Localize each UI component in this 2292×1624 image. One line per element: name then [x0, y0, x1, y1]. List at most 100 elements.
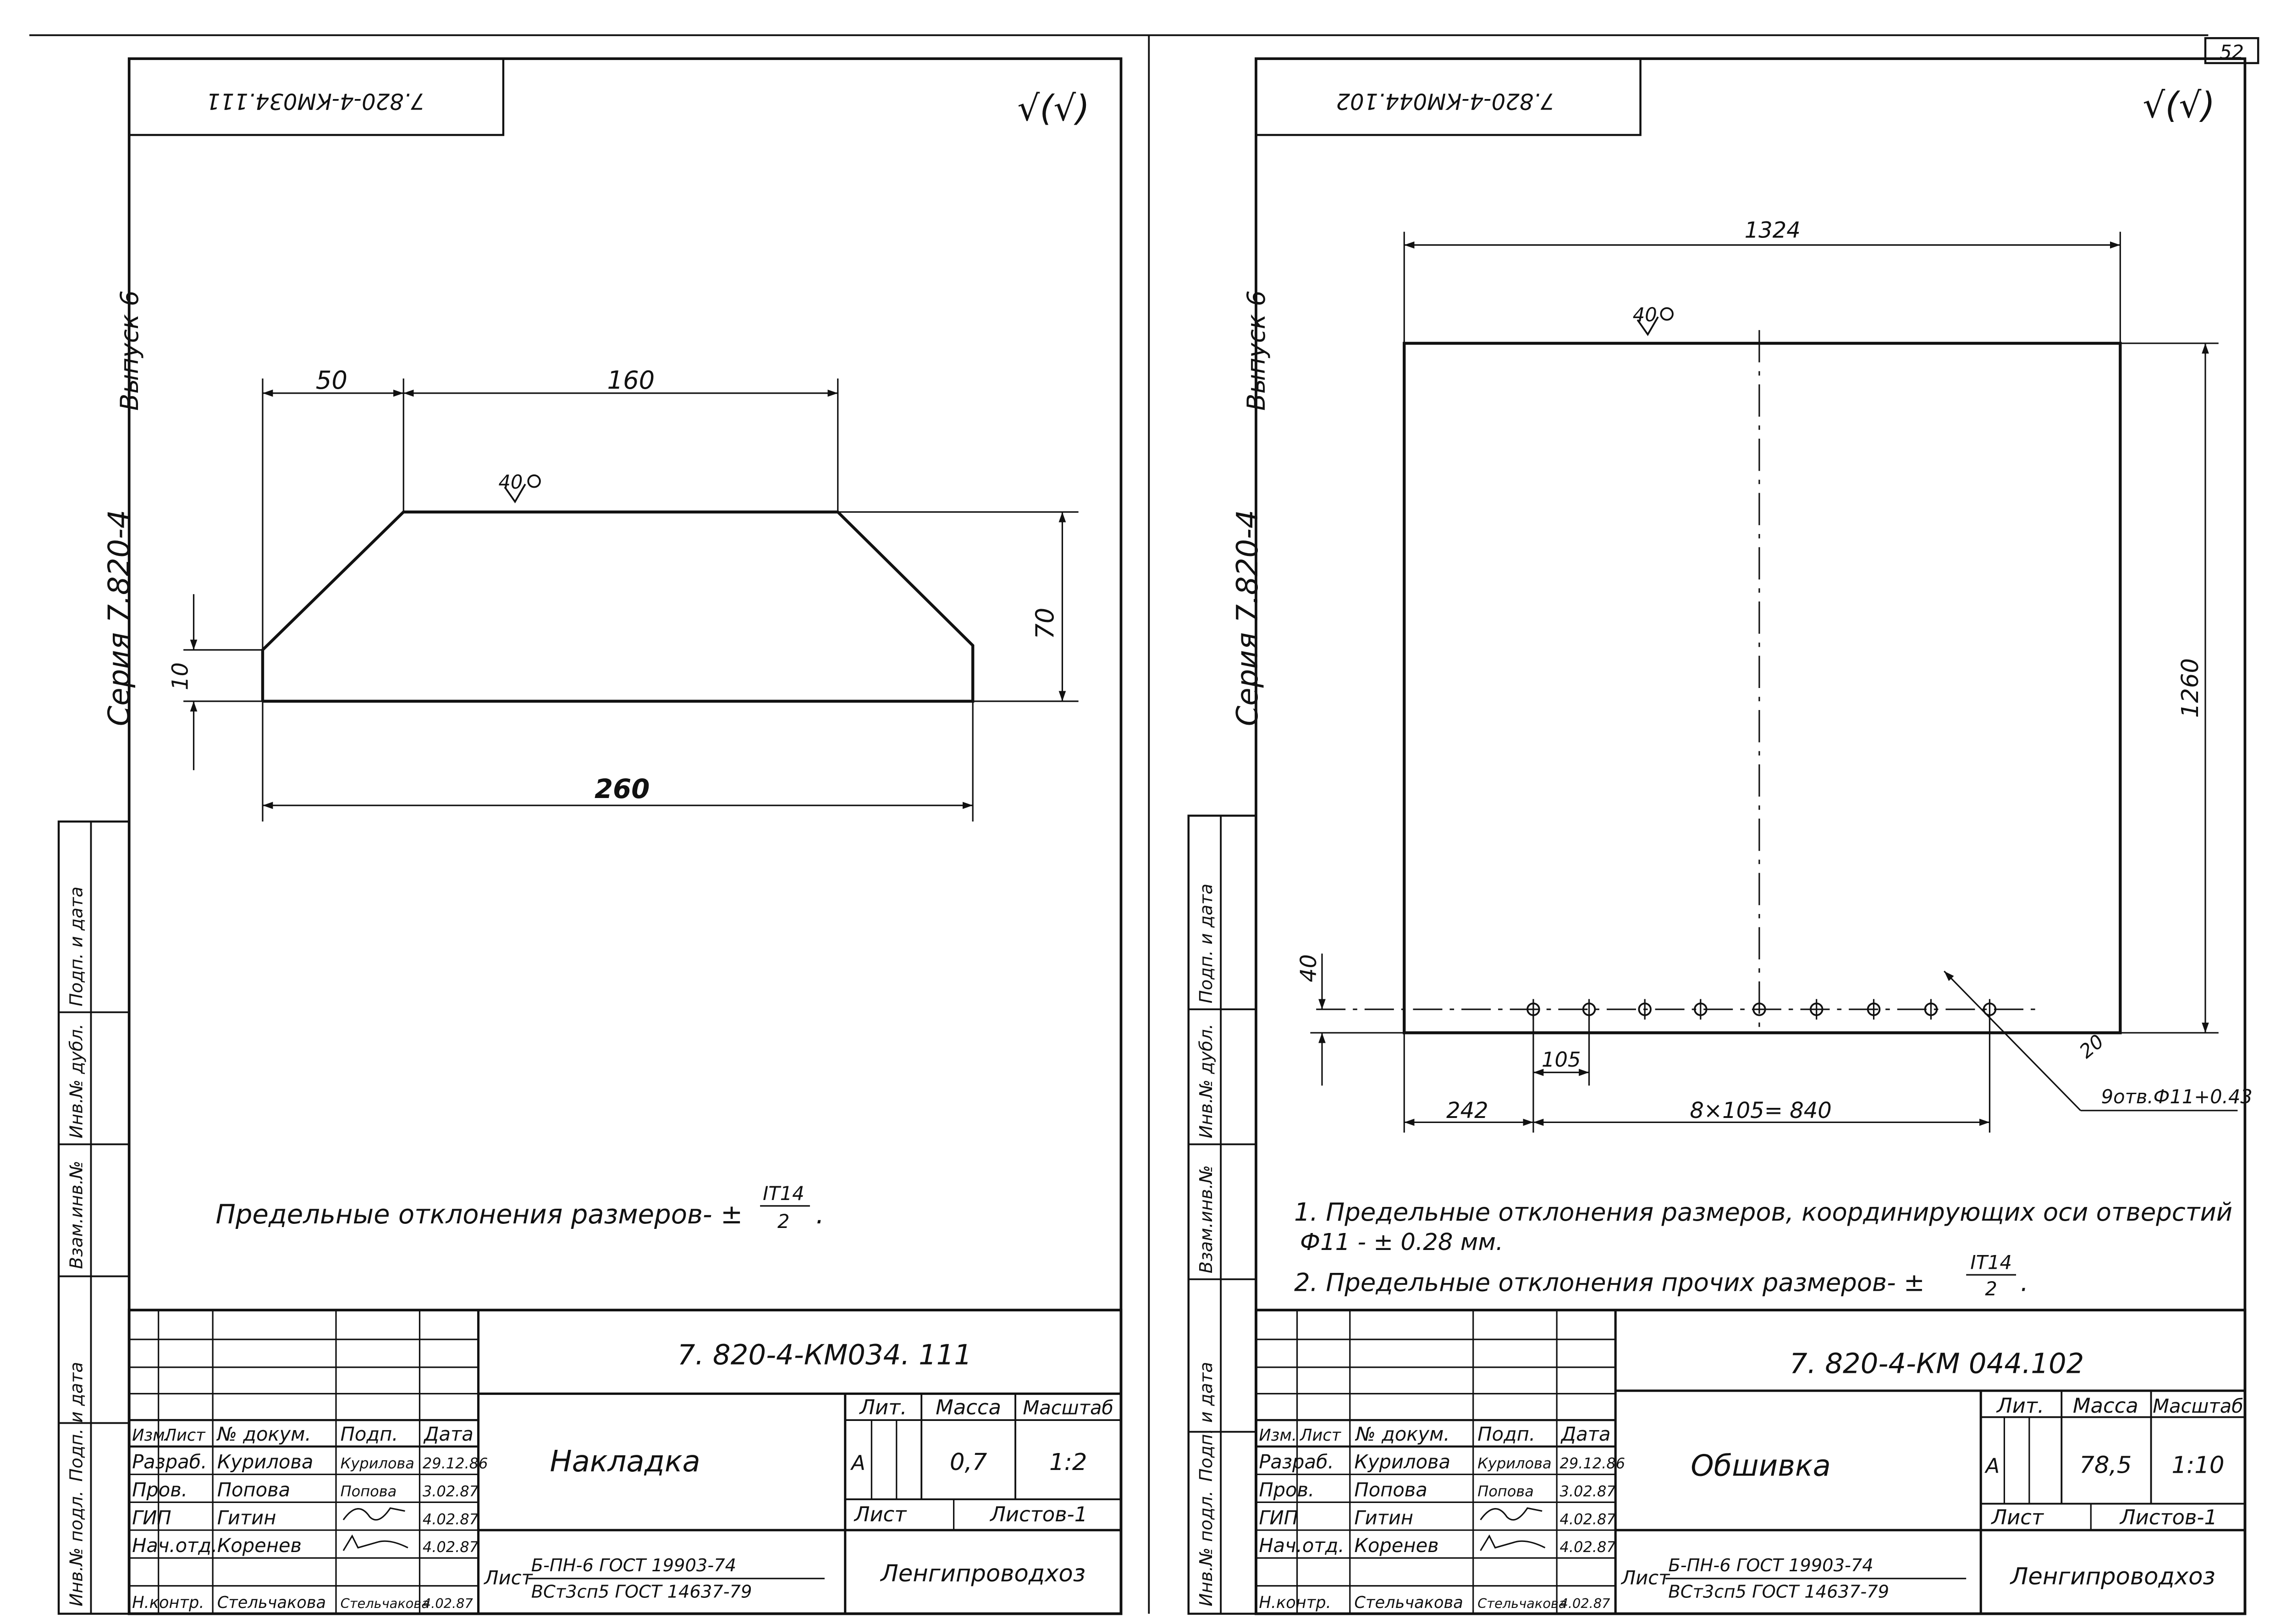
svg-text:Стельчакова: Стельчакова [1354, 1593, 1463, 1612]
svg-text:29.12.86: 29.12.86 [423, 1455, 488, 1472]
hdr-list: Лист [163, 1426, 206, 1445]
material-bottom: ВСт3сп5 ГОСТ 14637-79 [1668, 1581, 1889, 1602]
svg-text:Попова: Попова [217, 1479, 290, 1501]
role-row: Нач.отд. Коренев 4.02.87 [1259, 1534, 1616, 1557]
sheet-left: 7.820-4-КМ034.111 √(√) Серия 7.820-4 Вып… [57, 57, 1123, 1615]
designation-mirrored: 7.820-4-КМ034.111 [206, 88, 425, 114]
hole-mark [1924, 999, 1938, 1020]
series-label: Серия 7.820-4 [103, 510, 137, 726]
note-fraction-num: IT14 [1970, 1251, 2012, 1273]
hole-mark [1752, 1002, 1766, 1016]
dim-105: 105 [1542, 1047, 1581, 1072]
dim-1324: 1324 [1745, 217, 1801, 243]
lit-value: А [1984, 1453, 2000, 1478]
dim-160: 160 [607, 365, 655, 395]
hole-mark [1809, 999, 1824, 1020]
part-name: Обшивка [1691, 1449, 1831, 1483]
svg-text:Коренев: Коренев [217, 1534, 302, 1557]
part-outline-obshivka [1403, 341, 2122, 1035]
signature-scribble [1480, 1534, 1546, 1551]
note-1: 1. Предельные отклонения размеров, коорд… [1294, 1197, 2232, 1227]
hole-mark [1638, 999, 1652, 1020]
stamp-vzam-inv: Взам.инв.№ [66, 1161, 87, 1269]
stamp-vzam-inv: Взам.инв.№ [1196, 1165, 1217, 1273]
svg-text:Нач.отд.: Нач.отд. [1259, 1534, 1344, 1557]
note-fraction-den: 2 [1985, 1277, 1997, 1300]
hdr-izm: Изм. [132, 1426, 170, 1445]
sheet-right: 7.820-4-КМ044.102 √(√) Серия 7.820-4 Вып… [1187, 57, 2253, 1615]
svg-text:Нач.отд.: Нач.отд. [132, 1534, 217, 1557]
side-stamp: Инв.№ подл. Подп. и дата Взам.инв.№ Инв.… [1187, 815, 1257, 1615]
part-outline-nakladka [261, 510, 975, 703]
title-block: Изм. Лист № докум. Подп. Дата Разраб. Ку… [1255, 1309, 2247, 1615]
svg-text:4.02.87: 4.02.87 [1560, 1510, 1616, 1528]
dim-242: 242 [1446, 1098, 1488, 1123]
material-top: Б-ПН-6 ГОСТ 19903-74 [531, 1555, 736, 1576]
hdr-izm: Изм. [1259, 1426, 1297, 1445]
svg-text:4.02.87: 4.02.87 [423, 1510, 479, 1528]
svg-text:Разраб.: Разраб. [132, 1451, 207, 1473]
role-row: Пров. Попова Попова 3.02.87 [1259, 1479, 1616, 1501]
stamp-inv-dubl: Инв.№ дубл. [66, 1024, 87, 1138]
signature: Стельчакова [341, 1596, 430, 1611]
note-tail: . [816, 1199, 824, 1230]
designation-box [1255, 57, 1642, 136]
lit-label: Лит. [1996, 1393, 2044, 1418]
sheets-count: Листов-1 [989, 1502, 1087, 1526]
dim-40: 40 [1296, 954, 1322, 982]
role-row: Разраб. Курилова Курилова 29.12.86 [1259, 1451, 1625, 1473]
roughness-check-icon [1636, 316, 1659, 336]
svg-text:Гитин: Гитин [217, 1506, 276, 1529]
dim-20: 20 [2075, 1030, 2108, 1063]
signature-scribble [342, 1534, 408, 1551]
svg-text:4.02.87: 4.02.87 [423, 1538, 479, 1556]
dim-50: 50 [316, 365, 347, 395]
signature: Стельчакова [1477, 1596, 1566, 1611]
scale-label: Масштаб [1023, 1396, 1113, 1419]
svg-text:4.02.87: 4.02.87 [423, 1596, 474, 1611]
organization: Ленгипроводхоз [2010, 1563, 2215, 1591]
mass-value: 78,5 [2079, 1451, 2132, 1479]
note-fraction-den: 2 [777, 1210, 789, 1233]
lit-value: А [850, 1451, 865, 1475]
stamp-podp-data-1: Подп. и дата [66, 1362, 87, 1482]
sheet-frame [127, 57, 1123, 1615]
svg-text:ГИП: ГИП [132, 1506, 171, 1529]
signature-scribble [342, 1507, 405, 1521]
note-tolerance: Предельные отклонения размеров- ± [216, 1199, 743, 1230]
signature: Курилова [1477, 1455, 1551, 1472]
roughness-value: 40 [498, 471, 523, 493]
svg-text:Курилова: Курилова [217, 1451, 314, 1473]
role-row: Разраб. Курилова Курилова 29.12.86 [132, 1451, 488, 1473]
hdr-doc: № докум. [216, 1423, 311, 1445]
signature: Попова [341, 1483, 397, 1500]
mass-label: Масса [936, 1395, 1001, 1419]
svg-text:Коренев: Коренев [1354, 1534, 1438, 1557]
role-row: Н.контр. Стельчакова Стельчакова 4.02.87 [1259, 1593, 1610, 1612]
scale-value: 1:10 [2171, 1451, 2224, 1479]
material-prefix: Лист [483, 1567, 533, 1589]
stamp-inv-podl: Инв.№ подл. [66, 1491, 87, 1607]
mass-label: Масса [2073, 1393, 2138, 1418]
material-prefix: Лист [1620, 1567, 1670, 1589]
sheet-label: Лист [1990, 1505, 2044, 1529]
part-name: Накладка [550, 1445, 700, 1479]
surface-finish-icon: √(√) [1017, 88, 1090, 129]
svg-text:Разраб.: Разраб. [1259, 1451, 1333, 1473]
holes-callout: 9отв.Ф11+0.43 [2101, 1085, 2253, 1108]
issue-label: Выпуск 6 [1241, 290, 1271, 411]
stamp-podp-data-1: Подп. и дата [1196, 1362, 1217, 1482]
stamp-podp-data-2: Подп. и дата [66, 886, 87, 1007]
issue-label: Выпуск 6 [115, 290, 144, 411]
note-tail: . [2021, 1267, 2028, 1297]
role-row: Пров. Попова Попова 3.02.87 [132, 1479, 479, 1501]
sheets-count: Листов-1 [2119, 1505, 2217, 1529]
series-label: Серия 7.820-4 [1231, 510, 1265, 726]
title-block: Изм. Лист № докум. Подп. Дата Разраб. Ку… [127, 1309, 1123, 1615]
dim-10: 10 [168, 662, 193, 690]
scale-label: Масштаб [2153, 1395, 2243, 1417]
surface-finish-icon: √(√) [2143, 85, 2215, 126]
dim-840: 8×105= 840 [1690, 1098, 1831, 1123]
scale-value: 1:2 [1049, 1448, 1087, 1476]
